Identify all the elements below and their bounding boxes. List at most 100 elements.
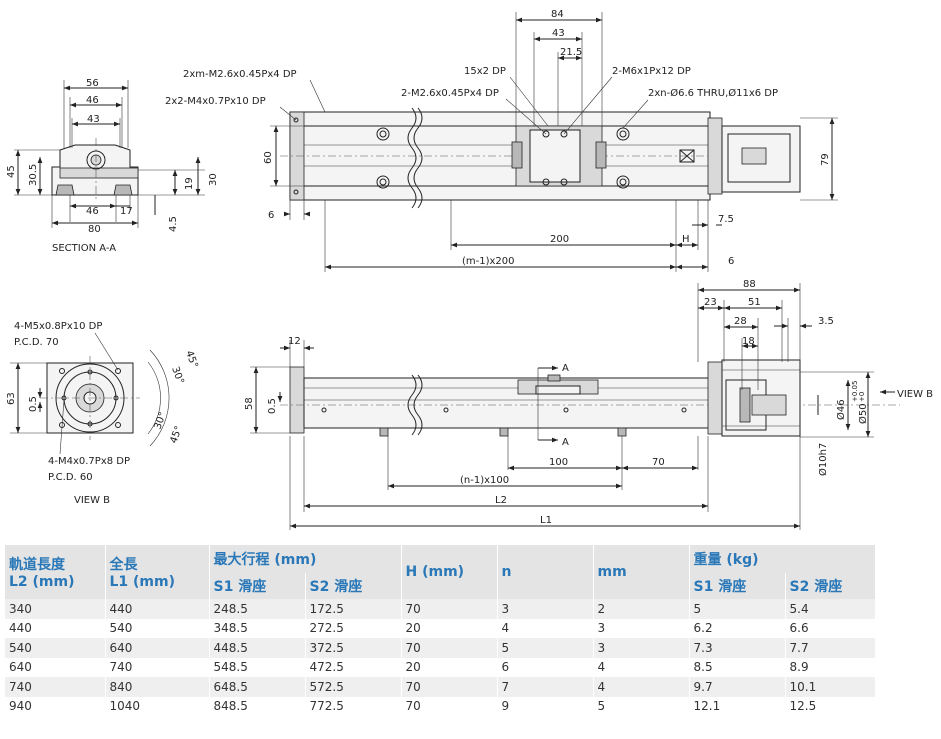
dim-3-5: 3.5 — [818, 316, 834, 327]
cell: 172.5 — [305, 599, 402, 619]
dim-l2: L2 — [495, 495, 507, 506]
note-m5: 4-M5x0.8Px10 DP — [14, 321, 102, 332]
angle-30-top: 30° — [169, 365, 185, 385]
cell: 2 — [593, 599, 690, 619]
dim-d46: Ø46 — [835, 399, 847, 420]
dim-6-right: 6 — [728, 256, 734, 267]
cell: 1040 — [105, 696, 210, 716]
cell: 3 — [593, 638, 690, 658]
dim-l1: L1 — [540, 515, 552, 526]
cell: 648.5 — [209, 677, 306, 697]
cell: 440 — [5, 618, 106, 638]
note-x2: 2x2-M4x0.7Px10 DP — [165, 96, 266, 107]
note-pcd70: P.C.D. 70 — [14, 337, 59, 348]
dim-45: 45 — [6, 165, 17, 178]
header-stroke-s1: S1 滑座 — [209, 573, 306, 599]
header-weight: 重量 (kg) — [689, 545, 876, 573]
cell: 348.5 — [209, 618, 306, 638]
section-mark-top: A — [562, 363, 569, 374]
dim-n-1x100: (n-1)x100 — [460, 475, 509, 486]
dim-0-5-side: 0.5 — [267, 398, 278, 414]
dim-88: 88 — [743, 279, 756, 290]
cell: 20 — [401, 657, 498, 677]
cell: 3 — [497, 599, 594, 619]
section-aa-view: 56 46 43 45 30.5 19 30 46 17 80 — [6, 78, 219, 254]
header-mm: mm — [593, 545, 690, 599]
dim-d10h7: Ø10h7 — [817, 443, 829, 476]
technical-drawing: 56 46 43 45 30.5 19 30 46 17 80 — [6, 9, 933, 530]
dim-56: 56 — [86, 78, 99, 89]
header-stroke: 最大行程 (mm) — [209, 545, 402, 573]
cell: 20 — [401, 618, 498, 638]
cell: 840 — [105, 677, 210, 697]
cell: 340 — [5, 599, 106, 619]
cell: 9 — [497, 696, 594, 716]
cell: 5 — [497, 638, 594, 658]
cell: 4 — [497, 618, 594, 638]
dim-200: 200 — [550, 234, 569, 245]
note-pcd60: P.C.D. 60 — [48, 472, 93, 483]
dim-21-5: 21.5 — [560, 47, 582, 58]
dim-80: 80 — [88, 224, 101, 235]
cell: 8.5 — [689, 657, 786, 677]
dim-60: 60 — [263, 151, 274, 164]
cell: 12.5 — [785, 696, 876, 716]
header-h: H (mm) — [401, 545, 498, 599]
cell: 9.7 — [689, 677, 786, 697]
cell: 7 — [497, 677, 594, 697]
cell: 940 — [5, 696, 106, 716]
section-mark-bottom: A — [562, 437, 569, 448]
cell: 548.5 — [209, 657, 306, 677]
cell: 740 — [5, 677, 106, 697]
cell: 772.5 — [305, 696, 402, 716]
cell: 70 — [401, 638, 498, 658]
view-b: 45° 30° 30° 45° 63 0.5 4-M5x0.8Px10 DP P… — [6, 321, 200, 506]
dim-84: 84 — [551, 9, 564, 20]
dim-17: 17 — [120, 206, 133, 217]
cell: 472.5 — [305, 657, 402, 677]
dim-30-5: 30.5 — [28, 164, 39, 186]
cell: 70 — [401, 599, 498, 619]
dim-23: 23 — [704, 297, 717, 308]
cell: 848.5 — [209, 696, 306, 716]
note-m26: 2-M2.6x0.45Px4 DP — [401, 88, 499, 99]
header-stroke-s2: S2 滑座 — [305, 573, 402, 599]
note-m6: 2-M6x1Px12 DP — [612, 66, 691, 77]
dim-63: 63 — [6, 392, 17, 405]
cell: 6 — [497, 657, 594, 677]
cell: 5 — [689, 599, 786, 619]
cell: 4 — [593, 677, 690, 697]
dim-12: 12 — [288, 336, 301, 347]
cell: 3 — [593, 618, 690, 638]
dim-46: 46 — [86, 95, 99, 106]
dim-tol-lo: +0 — [858, 392, 866, 402]
cell: 640 — [5, 657, 106, 677]
angle-45-bottom: 45° — [168, 425, 184, 445]
dim-43: 43 — [87, 114, 100, 125]
dim-79: 79 — [820, 153, 831, 166]
dim-28: 28 — [734, 316, 747, 327]
cell: 640 — [105, 638, 210, 658]
header-weight-s2: S2 滑座 — [785, 573, 876, 599]
dim-100: 100 — [549, 457, 568, 468]
cell: 572.5 — [305, 677, 402, 697]
cell: 8.9 — [785, 657, 876, 677]
note-xm: 2xm-M2.6x0.45Px4 DP — [183, 69, 297, 80]
dim-46-bottom: 46 — [86, 206, 99, 217]
cell: 70 — [401, 696, 498, 716]
dim-18: 18 — [742, 336, 755, 347]
angle-30-bottom: 30° — [152, 411, 168, 431]
cell: 272.5 — [305, 618, 402, 638]
cell: 7.3 — [689, 638, 786, 658]
top-view: 84 43 21.5 2xm-M2.6x0.45Px4 DP 2x2-M4x0.… — [165, 9, 838, 272]
cell: 440 — [105, 599, 210, 619]
dim-4-5: 4.5 — [168, 216, 179, 232]
dim-51: 51 — [748, 297, 761, 308]
section-aa-title: SECTION A-A — [52, 243, 116, 254]
